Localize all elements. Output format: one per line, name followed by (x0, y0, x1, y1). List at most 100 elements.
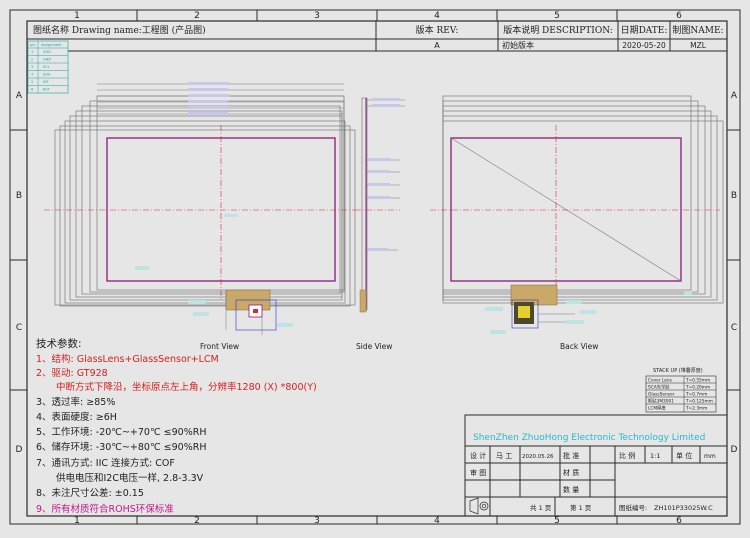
front-view-label: Front View (200, 342, 239, 351)
pin-4: 4 (31, 73, 34, 77)
row-a: A (16, 91, 23, 101)
tech-parameters: 技术参数: 1、结构: GlassLens+GlassSensor+LCM 2、… (36, 337, 317, 515)
tech-item-5: 5、工作环境: -20℃~+70℃ ≤90%RH (36, 426, 206, 438)
pin-1: 1 (31, 50, 33, 54)
pin-2-assignment: GND (43, 58, 51, 62)
col-6-bottom: 6 (676, 516, 682, 526)
pin-assignment-table: pin Assignment 1 VDD 2 GND 3 SCL 4 SDA 5… (27, 40, 69, 94)
revision-block: 图纸名称 Drawing name:工程图 (产品图) 版本 REV: 版本说明… (26, 20, 728, 52)
side-view-label: Side View (356, 342, 392, 351)
back-active-area (450, 137, 682, 282)
pin-6-assignment: RST (43, 88, 51, 92)
tech-item-4: 4、表面硬度: ≥6H (36, 411, 117, 423)
pin-6: 6 (31, 88, 33, 92)
stackup-table: STACK UP (堆叠厚度) Cover Lens T=0.55mm SCA光… (645, 367, 717, 413)
stackup-layer-4: 框贴3M3001 (648, 398, 674, 405)
col-1: 1 (74, 11, 80, 21)
maker-value: MZL (690, 41, 707, 50)
check-label: 审 图 (470, 468, 486, 477)
rev-value: A (434, 41, 440, 50)
row-c: C (16, 323, 22, 333)
design-label: 设 计 (470, 451, 486, 460)
col-4: 4 (434, 11, 440, 21)
col-5: 5 (554, 11, 560, 21)
back-view-label: Back View (560, 342, 598, 351)
row-b-right: B (731, 191, 737, 201)
stackup-thickness-1: T=0.55mm (685, 378, 710, 384)
company-name: ShenZhen ZhuoHong Electronic Technology … (473, 433, 705, 443)
tech-item-7-detail: 供电电压和I2C电压一样, 2.8-3.3V (56, 472, 204, 484)
tech-item-8: 8、未注尺寸公差: ±0.15 (36, 487, 144, 499)
date-label: 日期DATE: (621, 25, 668, 36)
col-4-bottom: 4 (434, 516, 440, 526)
back-view-outlines (442, 95, 724, 304)
projection-symbol (469, 497, 489, 515)
col-2-bottom: 2 (194, 516, 200, 526)
row-a-right: A (731, 91, 738, 101)
drawing-number: ZH101P33025W.C (654, 504, 713, 512)
tech-item-6: 6、储存环境: -30℃~+80℃ ≤90%RH (36, 441, 206, 453)
outer-frame (9, 9, 741, 525)
rev-label: 版本 REV: (416, 24, 459, 36)
tech-item-1: 1、结构: GlassLens+GlassSensor+LCM (36, 353, 219, 365)
row-d-right: D (731, 445, 738, 455)
pin-header-pin: pin (30, 43, 35, 47)
tech-item-2-detail: 中断方式下降沿，坐标原点左上角，分辨率1280 (X) *800(Y) (56, 381, 317, 393)
front-dimension-labels (188, 82, 230, 115)
stackup-thickness-3: T=0.7mm (685, 392, 707, 398)
total-pages: 共 1 页 (530, 503, 552, 512)
row-ruler-right: A B C D (727, 91, 740, 455)
maker-label: 制图NAME: (672, 24, 723, 36)
description-value: 初始版本 (502, 40, 534, 50)
tech-item-3: 3、透过率: ≥85% (36, 396, 115, 408)
pin-4-assignment: SDA (43, 73, 51, 77)
title-block: ShenZhen ZhuoHong Electronic Technology … (464, 414, 728, 517)
date-value: 2020-05-20 (622, 41, 666, 50)
pin-1-assignment: VDD (43, 50, 51, 54)
tech-item-2: 2、驱动: GT928 (36, 368, 108, 379)
drawing-name: 图纸名称 Drawing name:工程图 (产品图) (33, 24, 206, 36)
stackup-layer-3: GlassSensor (648, 392, 675, 398)
material-label: 材 质 (563, 468, 579, 477)
pin-5-assignment: INT (43, 80, 50, 84)
row-d: D (16, 445, 23, 455)
col-2: 2 (194, 11, 200, 21)
pin-header-assignment: Assignment (41, 43, 62, 47)
stackup-layer-5: LCM厚度 (648, 405, 666, 412)
row-c-right: C (731, 323, 737, 333)
back-diagonal (450, 137, 682, 282)
pin-3: 3 (31, 65, 33, 69)
drawing-number-label: 图纸编号: (619, 503, 647, 512)
row-ruler-left: A B C D (10, 91, 27, 455)
col-3-bottom: 3 (314, 516, 320, 526)
quantity-label: 数 量 (563, 485, 579, 494)
front-fpc (225, 289, 277, 335)
scale-label: 比 例 (619, 451, 635, 460)
description-label: 版本说明 DESCRIPTION: (503, 24, 613, 36)
tech-item-9: 9、所有材质符合ROHS环保标准 (36, 503, 174, 515)
back-view: Back View (430, 95, 724, 351)
row-b: B (16, 191, 22, 201)
scale-value: 1:1 (650, 452, 660, 460)
unit-label: 单 位 (676, 451, 692, 460)
designer-name: 马 工 (496, 452, 512, 460)
col-1-bottom: 1 (74, 516, 80, 526)
pin-5: 5 (31, 80, 33, 84)
back-fpc (510, 284, 575, 329)
stackup-thickness-4: T=0.125mm (685, 399, 713, 405)
front-view-outlines (54, 95, 356, 307)
stackup-title: STACK UP (堆叠厚度) (653, 367, 703, 374)
pin-2: 2 (31, 58, 33, 62)
pin-3-assignment: SCL (43, 65, 50, 69)
column-ruler-top: 1 2 3 4 5 6 (74, 10, 682, 21)
stackup-layer-2: SCA光学胶 (648, 384, 670, 391)
back-annotations (485, 291, 692, 334)
tech-heading: 技术参数: (36, 337, 82, 350)
approve-label: 批 准 (563, 451, 579, 460)
unit-value: mm (704, 453, 716, 460)
front-view: Front View (44, 82, 356, 351)
stackup-thickness-5: T=2.3mm (685, 406, 707, 412)
col-3: 3 (314, 11, 320, 21)
